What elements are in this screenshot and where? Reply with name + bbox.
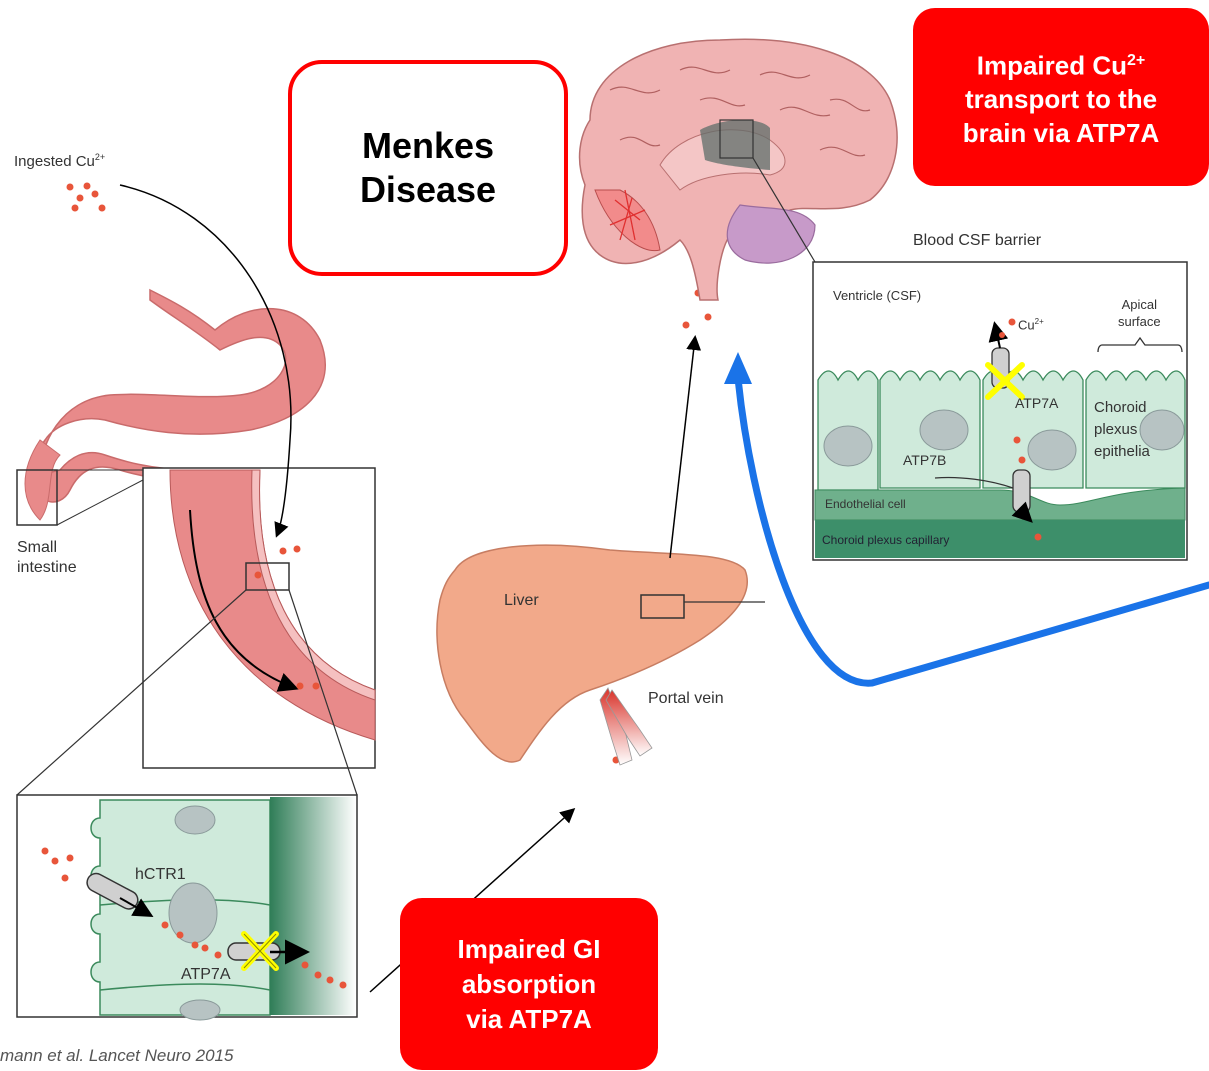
citation: mann et al. Lancet Neuro 2015 [0, 1046, 233, 1066]
hctr1-label: hCTR1 [135, 866, 186, 884]
liver [437, 545, 747, 762]
menkes-disease-title: Menkes Disease [288, 60, 568, 276]
liver-to-brain-arrow [670, 338, 695, 558]
cu-csf-label: Cu2+ [1018, 317, 1044, 332]
atp7a-gut-label: ATP7A [181, 966, 231, 984]
atp7b-csf-label: ATP7B [903, 452, 946, 468]
blood-csf-barrier-label: Blood CSF barrier [913, 232, 1041, 250]
atp7a-csf-label: ATP7A [1015, 395, 1058, 411]
endothelial-label: Endothelial cell [825, 497, 906, 511]
ventricle-label: Ventricle (CSF) [833, 288, 921, 303]
ingested-copper-label: Ingested Cu2+ [14, 152, 105, 170]
brain [580, 39, 897, 300]
impaired-brain-transport-callout: Impaired Cu2+ transport to the brain via… [913, 8, 1209, 186]
portal-vein-label: Portal vein [648, 690, 724, 708]
blue-arrowhead [724, 352, 752, 384]
portal-vein [600, 688, 652, 765]
liver-label: Liver [504, 592, 539, 610]
impaired-gi-absorption-callout: Impaired GI absorption via ATP7A [400, 898, 658, 1070]
capillary-label: Choroid plexus capillary [822, 533, 949, 547]
